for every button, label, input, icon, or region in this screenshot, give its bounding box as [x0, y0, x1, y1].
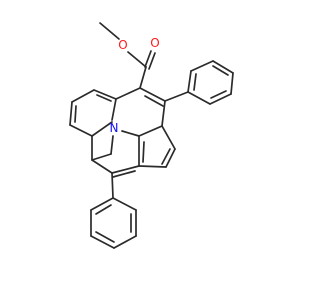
left-ring	[69, 89, 117, 137]
oxygen-carbonyl-label: O	[150, 36, 159, 50]
five-member-ring	[138, 125, 176, 168]
bond-methyl-o	[99, 22, 120, 40]
molecule-canvas: O O	[69, 22, 234, 249]
bond-carbonyl-double-1	[144, 50, 152, 68]
upper-phenyl-ring	[164, 60, 234, 105]
bond-carbonyl-double-2	[148, 52, 156, 70]
nitrogen-label: N	[110, 121, 119, 135]
bond-ester-to-ring	[139, 66, 147, 89]
upper-ring	[111, 87, 166, 137]
lower-ring	[91, 135, 140, 199]
lower-phenyl-ring	[90, 197, 137, 249]
methyl-ester-group: O O	[99, 22, 160, 89]
nitrogen-center: N	[110, 121, 140, 155]
molecule-structure: O O	[69, 22, 234, 249]
oxygen-ester-label: O	[118, 38, 127, 52]
bond-o-carbonyl-carbon	[127, 51, 147, 68]
